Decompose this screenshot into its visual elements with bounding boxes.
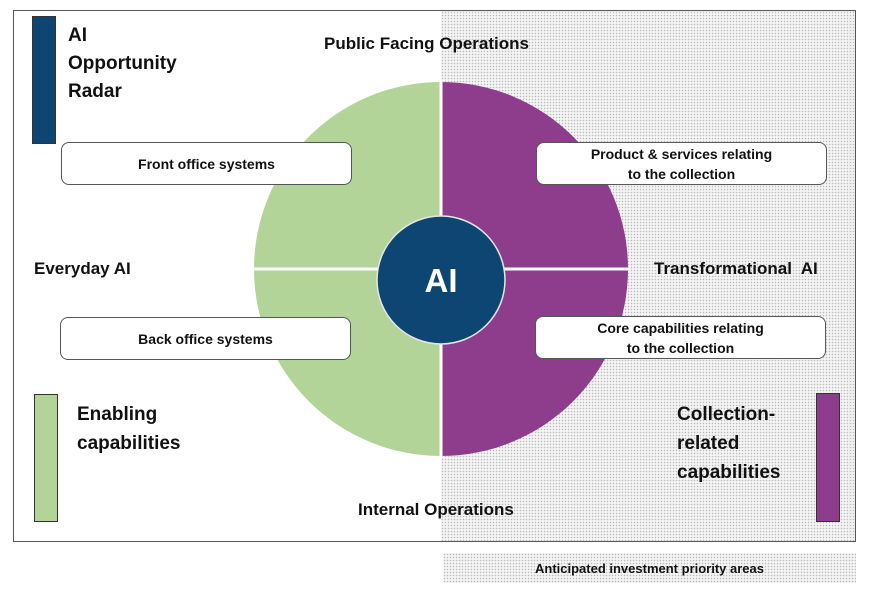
diagram-title: AI Opportunity Radar xyxy=(68,25,177,102)
diagram-frame xyxy=(13,10,856,542)
top-axis-label: Public Facing Operations xyxy=(324,34,529,53)
right-axis-label: Transformational AI xyxy=(654,259,818,278)
products-services-box: Product & services relating to the colle… xyxy=(536,142,827,185)
bottom-axis-label: Internal Operations xyxy=(358,500,514,519)
front-office-box: Front office systems xyxy=(61,142,352,185)
collection-legend-label: Collection- related capabilities xyxy=(677,404,781,483)
enabling-legend-label: Enabling capabilities xyxy=(77,404,181,454)
collection-legend-swatch xyxy=(816,393,840,522)
back-office-box: Back office systems xyxy=(60,317,351,360)
quadrant-top-right xyxy=(441,82,628,269)
enabling-legend-swatch xyxy=(34,394,58,522)
title-color-bar xyxy=(32,16,56,144)
center-circle xyxy=(376,215,506,345)
center-label: AI xyxy=(425,262,458,299)
core-capabilities-box: Core capabilities relating to the collec… xyxy=(535,316,826,359)
left-axis-label: Everyday AI xyxy=(34,259,131,278)
priority-legend-label: Anticipated investment priority areas xyxy=(534,560,764,576)
priority-legend-swatch xyxy=(443,553,856,583)
